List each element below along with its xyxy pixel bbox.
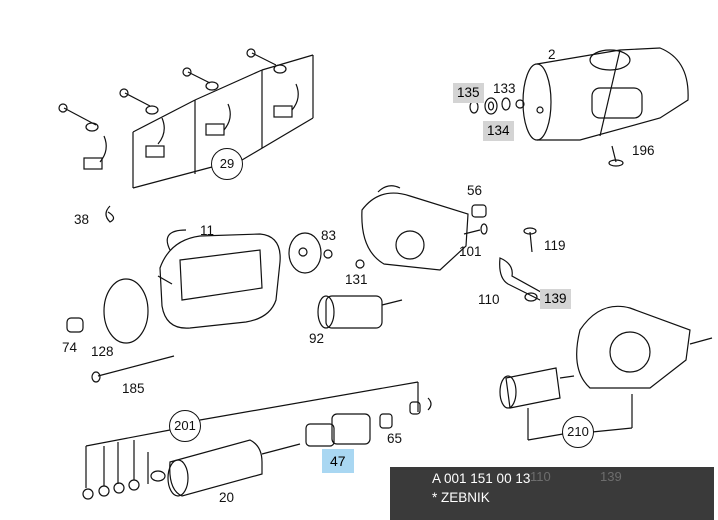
solenoid-92 [317,295,403,329]
bushing-56 [471,204,487,218]
label-2[interactable]: 2 [548,47,556,62]
label-110[interactable]: 110 [478,292,500,307]
field-coil-11 [157,229,281,329]
label-135-highlight[interactable]: 135 [453,83,484,103]
washers-135-133-134 [469,97,511,115]
spring-clip-38 [105,205,115,223]
label-47-highlight[interactable]: 47 [322,449,354,473]
label-65[interactable]: 65 [387,431,403,446]
drive-end-housing [361,185,469,271]
label-20[interactable]: 20 [219,490,235,505]
label-92[interactable]: 92 [309,331,325,346]
end-plate-83 [288,232,333,274]
label-133[interactable]: 133 [493,81,516,96]
label-119[interactable]: 119 [544,238,566,253]
screw-196 [608,145,624,167]
circled-label-29[interactable]: 29 [211,148,243,180]
label-56[interactable]: 56 [467,183,483,198]
armature-20 [167,439,301,497]
screw-101 [463,223,488,235]
label-11[interactable]: 11 [200,223,215,238]
screws-upper-row [58,48,287,132]
label-134-highlight[interactable]: 134 [483,121,514,141]
pinion-47 [305,413,371,447]
label-139-highlight[interactable]: 139 [540,289,571,309]
part-number: A 001 151 00 13 [432,471,531,486]
label-131[interactable]: 131 [345,272,368,287]
circled-label-210[interactable]: 210 [562,416,594,448]
washer-131 [355,259,365,269]
label-185[interactable]: 185 [122,381,145,396]
part-info-box: 110 139 A 001 151 00 13 * ZEBNIK [390,467,714,520]
armature-group-201 [82,381,419,500]
label-196[interactable]: 196 [632,143,655,158]
label-74[interactable]: 74 [62,340,78,355]
label-101[interactable]: 101 [459,244,482,259]
circled-label-201[interactable]: 201 [169,410,201,442]
bushing-74 [66,317,84,333]
through-bolt-185 [91,355,175,383]
label-128[interactable]: 128 [91,344,114,359]
brush-holder-bracket-group [132,54,314,189]
o-ring-128 [103,278,149,344]
starter-assembly-210 [499,305,713,441]
ghost-label-139: 139 [600,469,622,484]
label-38[interactable]: 38 [74,212,90,227]
part-name: * ZEBNIK [432,490,490,505]
carbon-brushes [83,83,299,170]
small-parts-65 [379,397,432,429]
ghost-label-110: 110 [530,469,551,484]
label-83[interactable]: 83 [321,228,337,243]
starter-motor-assembly [515,47,689,141]
